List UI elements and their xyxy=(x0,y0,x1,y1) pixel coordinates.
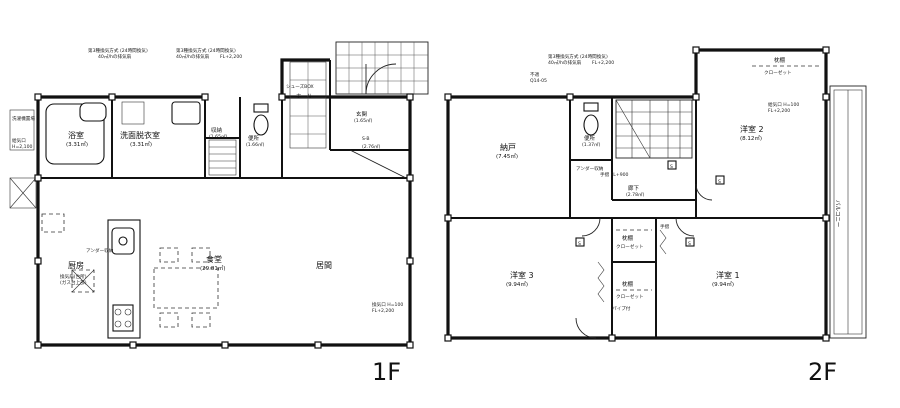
dining-table-icon xyxy=(153,267,219,309)
pipe-label: パイプ付 xyxy=(612,305,631,312)
closet-a-sub: クローゼット xyxy=(616,243,644,250)
shoe-box-label: シューズBOX xyxy=(286,83,314,90)
staircase-icon xyxy=(615,99,693,159)
stove-icon xyxy=(112,304,134,332)
room-storage-area: (1.65㎡) xyxy=(209,133,228,140)
floor-label-1f: 1F xyxy=(372,358,401,386)
storage-stair-icon xyxy=(208,139,237,176)
vent-note-2-sub: 40㎥/hの排気扇 xyxy=(176,53,210,60)
room-hall-name: ホール xyxy=(296,93,313,100)
floor-label-2f: 2F xyxy=(808,358,837,386)
toilet-icon-2f xyxy=(583,114,599,136)
room-toilet-name: 便所 xyxy=(248,134,260,142)
vent-code-2f: Q14-05 xyxy=(530,78,547,84)
air-inlet-2f: 給気口 H=100 xyxy=(768,101,799,108)
room-western3-area: (9.94㎡) xyxy=(506,280,528,288)
vent-note-2-fl: FL+2,200 xyxy=(220,54,242,60)
air-inlet-2f-fl: FL+2,200 xyxy=(768,108,790,114)
room-washroom-area: (3.31㎡) xyxy=(130,140,152,148)
s-mark-2: S xyxy=(718,179,721,185)
room-western1-name: 洋室 1 xyxy=(716,270,740,280)
wall-columns-1f xyxy=(34,93,414,349)
range-hood-label: 換気扇(台所) xyxy=(60,273,87,280)
room-dining-name: 食堂 xyxy=(206,254,222,264)
room-storage-name: 収納 xyxy=(211,126,223,134)
vent-note-2f-sub: 40㎥/hの排気扇 xyxy=(548,59,582,66)
closet-c-name: 枕棚 xyxy=(774,56,786,64)
vent-note-2f: 第3種換気方式 (24時間換気) xyxy=(548,53,608,60)
room-entrance-name: 玄関 xyxy=(356,110,368,118)
room-hall-area: (2.76㎡) xyxy=(362,143,381,150)
vent-note-1-sub: 40㎥/hの排気扇 xyxy=(98,53,132,60)
room-western3-name: 洋室 3 xyxy=(510,270,534,280)
room-western1-area: (9.94㎡) xyxy=(712,280,734,288)
vent-note-2f-fl: FL+2,200 xyxy=(592,60,614,66)
second-floor-plan: S S S S 第3種換気方式 (24時間換気) 40㎥/hの排気扇 FL+2,… xyxy=(444,46,867,386)
vent-mark-2f: 不適 xyxy=(530,71,540,78)
room-toilet-2f-area: (1.37㎡) xyxy=(582,141,601,148)
under-storage-label: アンダー収納 xyxy=(576,165,604,172)
room-western2-area: (8.12㎡) xyxy=(740,134,762,142)
air-inlet-1-h: H=2,100 xyxy=(12,144,33,150)
toilet-icon xyxy=(253,114,269,136)
room-dining-area: (29.81㎡) xyxy=(200,264,226,272)
room-entrance-area: (1.65㎡) xyxy=(354,117,373,124)
handrail-label: 手摺 FL+900 xyxy=(600,171,629,178)
room-western2-name: 洋室 2 xyxy=(740,124,764,134)
room-kitchen-name: 厨房 xyxy=(68,260,84,270)
laundry-label: 洗濯機置場 xyxy=(12,115,35,122)
washing-machine-icon xyxy=(121,101,145,125)
closet-a-name: 枕棚 xyxy=(622,234,634,242)
vent-note-2: 第3種換気方式 (24時間換気) xyxy=(176,47,236,54)
closet-b-sub: クローゼット xyxy=(616,293,644,300)
floor-kit-label: アンダー収納 xyxy=(86,247,114,254)
range-hood-sub: (ガス台上部) xyxy=(60,279,87,286)
s-mark-3: S xyxy=(578,241,581,247)
room-corridor-area: (2.78㎡) xyxy=(626,191,645,198)
balcony-name: バルコニー xyxy=(834,200,841,227)
first-floor-plan: 第3種換気方式 (24時間換気) 40㎥/hの排気扇 第3種換気方式 (24時間… xyxy=(9,41,429,386)
room-toilet-2f-name: 便所 xyxy=(584,134,596,142)
vent-note-1: 第3種換気方式 (24時間換気) xyxy=(88,47,148,54)
room-bath-name: 浴室 xyxy=(68,130,84,140)
balcony-area xyxy=(829,85,867,339)
room-storeroom-area: (7.45㎡) xyxy=(496,152,518,160)
room-corridor-name: 廊下 xyxy=(628,184,640,192)
room-storeroom-name: 納戸 xyxy=(500,142,516,152)
porch-tile-grid xyxy=(336,42,428,94)
vent-fl-1f: FL+2,200 xyxy=(372,308,394,314)
closet-c-sub: クローゼット xyxy=(764,69,792,76)
room-washroom-name: 洗面脱衣室 xyxy=(120,130,160,140)
entrance-tile-grid xyxy=(289,61,327,149)
s-mark-1: S xyxy=(670,164,673,170)
room-bath-area: (3.31㎡) xyxy=(66,140,88,148)
room-living-name: 居間 xyxy=(316,261,332,270)
s-mark-4: S xyxy=(688,241,691,247)
closet-b-name: 枕棚 xyxy=(622,280,634,288)
vent-height-1f: 換気口 H=100 xyxy=(372,301,403,308)
wall-columns-2f xyxy=(444,46,830,342)
air-inlet-1: 給気口 xyxy=(12,137,26,144)
room-toilet-area: (1.66㎡) xyxy=(246,141,265,148)
rail-label: 手摺 xyxy=(660,223,670,230)
entry-mark: S-B xyxy=(362,136,370,142)
